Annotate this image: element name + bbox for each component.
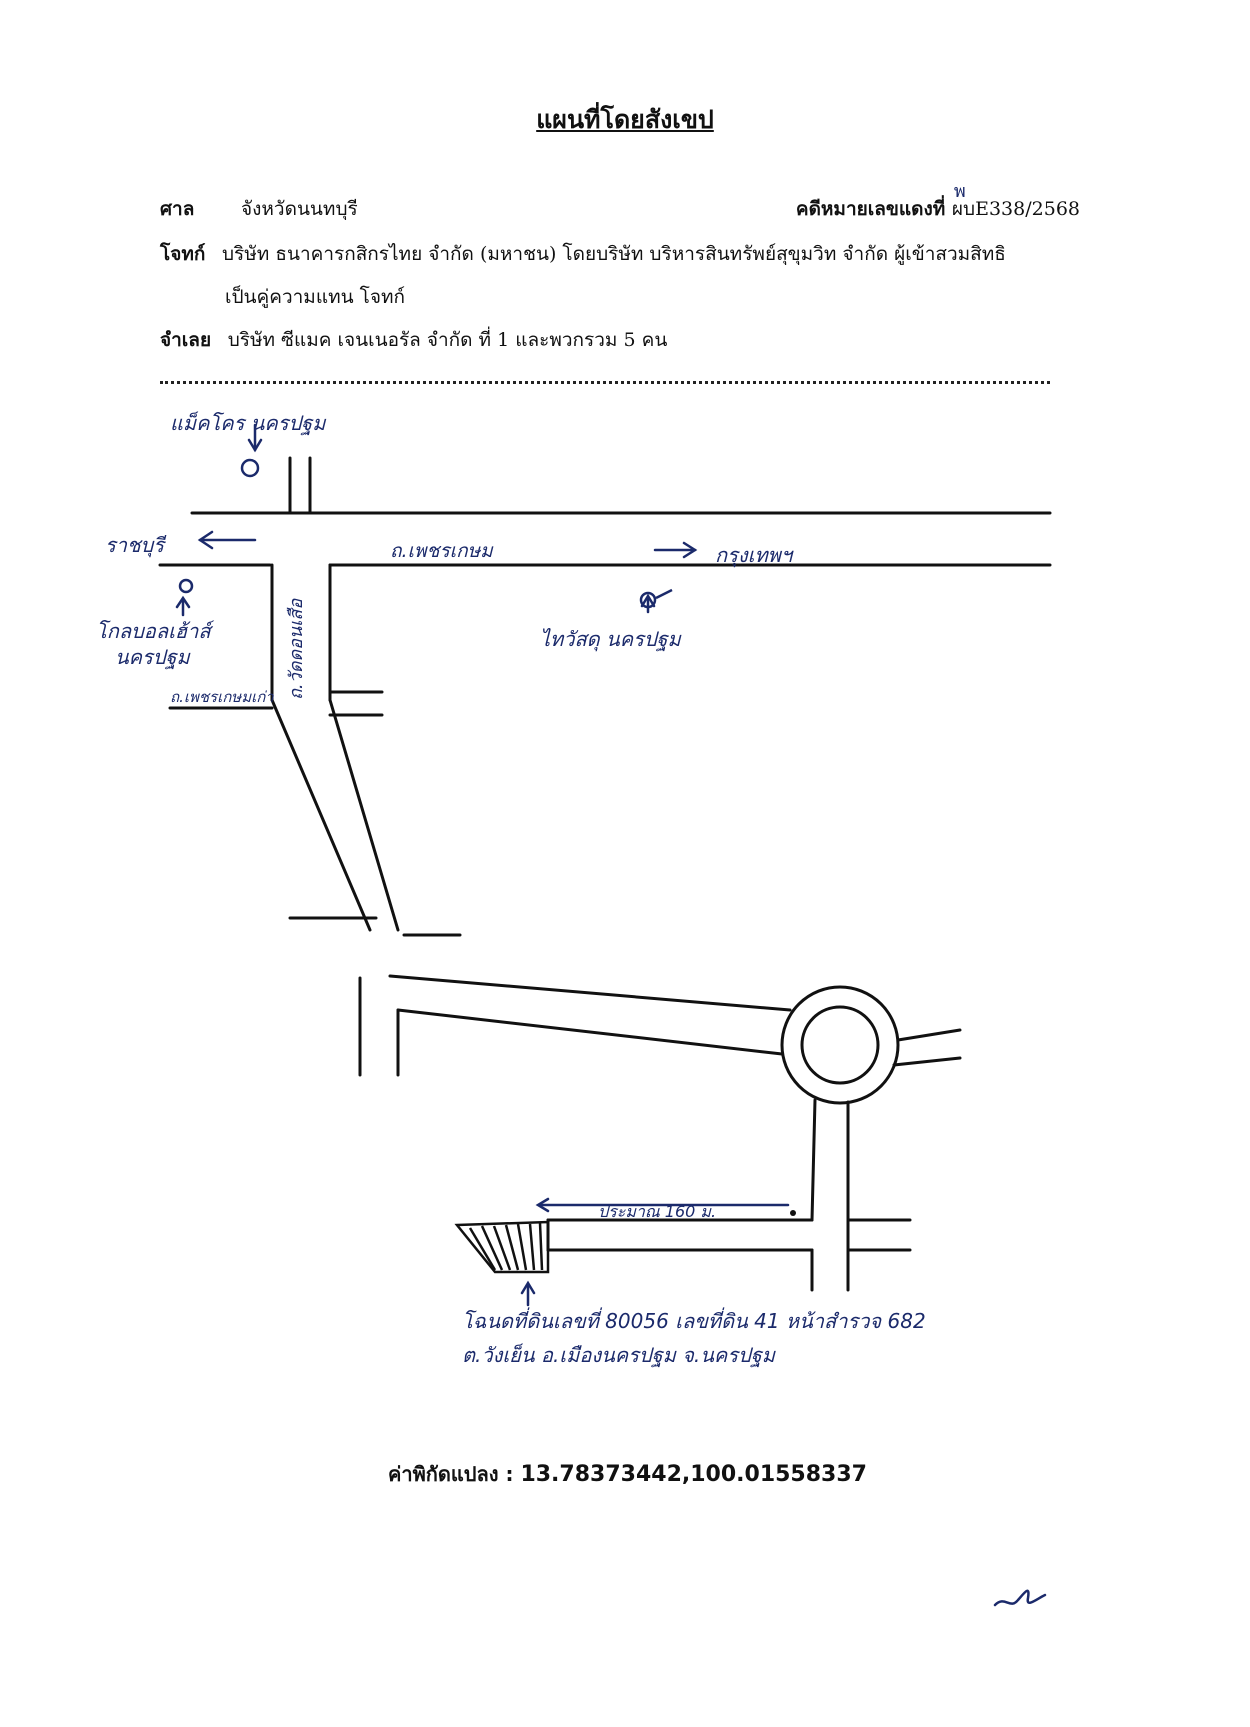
roundabout-inner: [800, 1005, 880, 1085]
case-number-row: คดีหมายเลขแดงที่ พ ผบE338/2568: [795, 181, 1080, 224]
globalhouse-pin-icon: [178, 578, 194, 594]
side-road-label: ถ.วัดดอนเสือ: [286, 598, 307, 700]
court-row: ศาล จังหวัดนนทบุรี: [160, 194, 358, 224]
coordinates-label: ค่าพิกัดแปลง :: [388, 1462, 514, 1486]
direction-left-label: ราชบุรี: [105, 533, 167, 558]
main-road-label: ถ.เพชรเกษม: [390, 540, 494, 562]
land-plot-hatched: [454, 1220, 550, 1274]
plaintiff-line2: เป็นคู่ความแทน โจทก์: [225, 286, 405, 308]
case-value: ผบE338/2568: [951, 198, 1080, 220]
landmark-left-label-2: นครปฐม: [115, 645, 192, 670]
landmark-left-label-1: โกลบอลเฮ้าส์: [96, 619, 215, 643]
court-value: จังหวัดนนทบุรี: [241, 198, 358, 220]
plaintiff-row-2: เป็นคู่ความแทน โจทก์: [225, 282, 405, 312]
roundabout-outer: [780, 985, 900, 1105]
plaintiff-row: โจทก์ บริษัท ธนาคารกสิกรไทย จำกัด (มหาชน…: [160, 239, 1006, 269]
small-road-label: ถ.เพชรเกษมเก่า: [170, 688, 274, 706]
plaintiff-label: โจทก์: [160, 243, 206, 265]
coordinates-row: ค่าพิกัดแปลง : 13.78373442,100.01558337: [388, 1458, 867, 1490]
signature-mark: [993, 1589, 1047, 1607]
court-label: ศาล: [160, 198, 195, 220]
landmark-pins: [178, 458, 673, 609]
distance-label: ประมาณ 160 ม.: [598, 1202, 716, 1221]
landmark-top-label: แม็คโคร นครปฐม: [170, 411, 327, 436]
defendant-value: บริษัท ซีแมค เจนเนอรัล จำกัด ที่ 1 และพว…: [227, 329, 668, 351]
defendant-row: จำเลย บริษัท ซีแมค เจนเนอรัล จำกัด ที่ 1…: [160, 325, 667, 355]
parcel-label-1: โฉนดที่ดินเลขที่ 80056 เลขที่ดิน 41 หน้า…: [462, 1307, 926, 1333]
defendant-label: จำเลย: [160, 329, 212, 351]
landmark-right-label: ไทวัสดุ นครปฐม: [540, 627, 683, 652]
case-handwritten-fix: พ: [953, 181, 966, 202]
parcel-label-2: ต.วังเย็น อ.เมืองนครปฐม จ.นครปฐม: [462, 1343, 777, 1368]
separator-dotted-line: [160, 381, 1050, 384]
plaintiff-line1: บริษัท ธนาคารกสิกรไทย จำกัด (มหาชน) โดยบ…: [222, 243, 1006, 265]
makro-pin-icon: [240, 458, 260, 478]
direction-right-label: กรุงเทพฯ: [715, 543, 794, 568]
document-title: แผนที่โดยสังเขป: [536, 105, 714, 134]
coordinates-value: 13.78373442,100.01558337: [520, 1462, 867, 1487]
thaiwatsadu-pin-icon: [639, 591, 657, 609]
case-label: คดีหมายเลขแดงที่: [795, 198, 946, 220]
